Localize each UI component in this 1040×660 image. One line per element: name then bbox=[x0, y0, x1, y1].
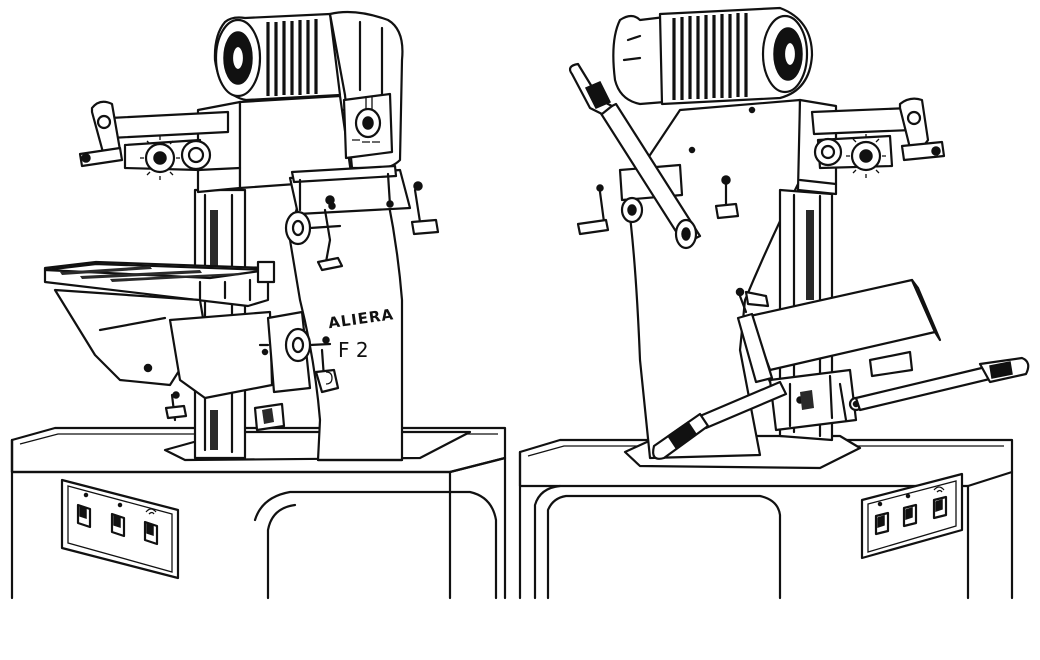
left-front-gearbox bbox=[266, 310, 340, 394]
right-switch-3-icon bbox=[932, 486, 948, 520]
right-switch-panel bbox=[860, 472, 964, 560]
left-saddle-handwheel bbox=[284, 202, 344, 272]
left-switch-panel bbox=[60, 478, 180, 580]
right-body-handles bbox=[576, 175, 740, 236]
right-lower-right-lever bbox=[854, 356, 1030, 412]
left-sprocket-icon bbox=[140, 136, 180, 180]
right-lower-left-lever bbox=[652, 380, 788, 460]
left-knee bbox=[53, 288, 274, 422]
left-motor bbox=[213, 10, 404, 170]
model-label: F 2 bbox=[338, 338, 369, 362]
right-lower-mechanism bbox=[768, 368, 864, 432]
right-upper-lever bbox=[568, 62, 702, 250]
left-motor-cooling-fins bbox=[266, 19, 318, 96]
left-head-housing bbox=[196, 94, 354, 194]
left-saddle bbox=[288, 164, 412, 216]
right-milling-machine bbox=[518, 6, 1030, 600]
left-worktable bbox=[43, 260, 276, 308]
left-switch-2-icon bbox=[110, 502, 126, 538]
right-switch-2-icon bbox=[902, 493, 918, 528]
left-switch-1-icon bbox=[76, 492, 92, 529]
right-switch-1-icon bbox=[874, 501, 890, 536]
right-motor bbox=[612, 6, 814, 106]
left-milling-machine: ALIERA F 2 bbox=[10, 10, 507, 600]
left-speed-selector-dial bbox=[342, 92, 394, 160]
left-feed-lever bbox=[410, 181, 440, 236]
left-overarm bbox=[78, 100, 230, 172]
right-sprocket-icon bbox=[846, 134, 886, 178]
left-lower-clamp bbox=[253, 343, 286, 432]
right-tilted-table bbox=[735, 278, 942, 384]
right-motor-cooling-fins bbox=[672, 13, 748, 100]
left-switch-3-icon bbox=[143, 508, 159, 546]
